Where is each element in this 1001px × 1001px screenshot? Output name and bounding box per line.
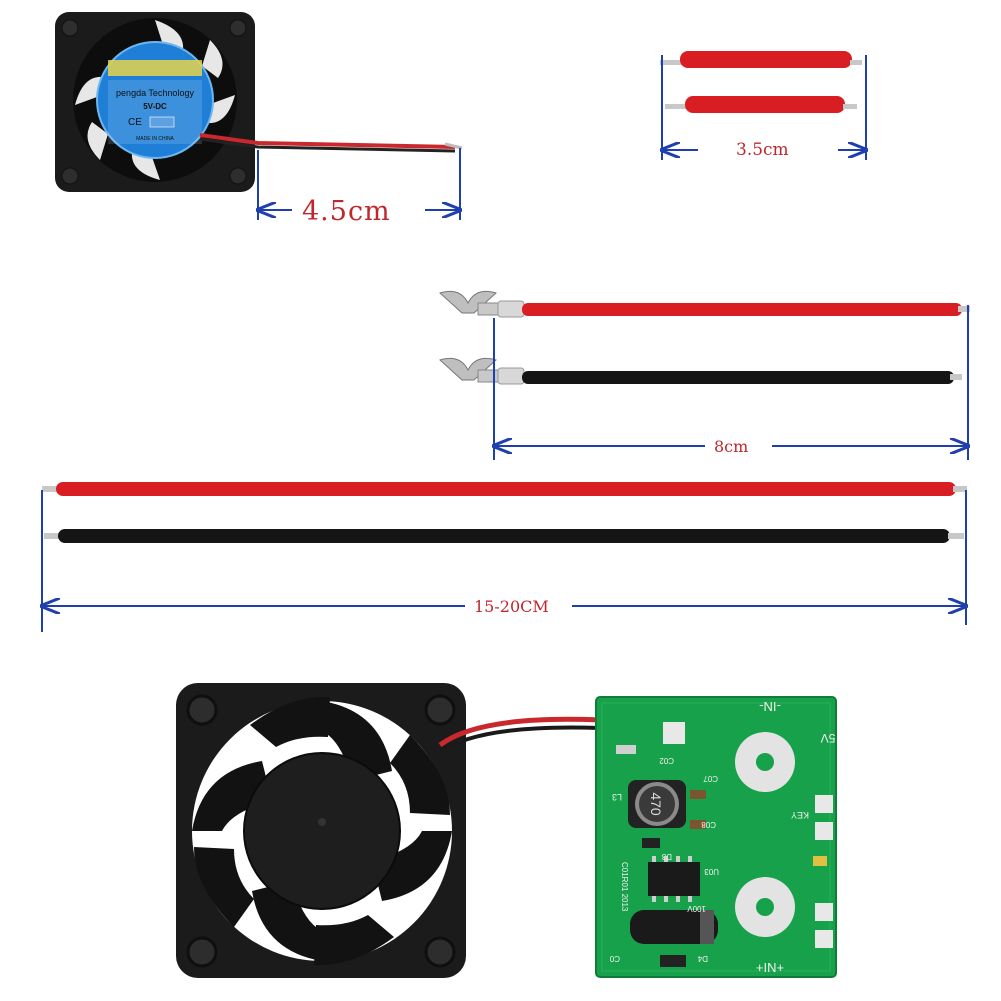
pcb-c02: C02 xyxy=(659,756,674,765)
pcb-u03: U03 xyxy=(704,867,719,876)
large-fan xyxy=(176,683,806,978)
pcb-d3: D3 xyxy=(661,852,672,861)
fan-lead-length-label: 4.5cm xyxy=(298,196,395,227)
short-wires-dimension xyxy=(662,55,866,160)
pcb-key: KEY xyxy=(791,810,809,820)
spade-wire-length-label: 8cm xyxy=(710,437,753,456)
long-wires-dimension xyxy=(42,490,966,632)
fan-lead-dimension xyxy=(258,148,460,220)
pcb-l3: L3 xyxy=(612,792,622,802)
short-red-wires xyxy=(660,51,862,113)
pcb-board-code: C01R01 2013 xyxy=(620,862,629,912)
pcb-d4: D4 xyxy=(697,954,708,963)
fan-sticker-voltage: 5V-DC xyxy=(143,102,167,111)
fan-sticker-brand: pengda Technology xyxy=(116,88,194,98)
pcb-c0: C0 xyxy=(609,954,620,963)
spade-terminal-wires xyxy=(439,290,970,385)
pcb-cap-rating: 100V xyxy=(687,904,706,913)
pcb-5v: 5V xyxy=(821,731,836,745)
pcb-c08: C08 xyxy=(701,820,716,829)
long-wire-length-label: 15-20CM xyxy=(470,597,553,616)
pcb-c07: C07 xyxy=(703,774,718,783)
pcb-in-plus: +IN+ xyxy=(756,960,784,975)
spade-wires-dimension xyxy=(494,305,968,460)
short-wire-length-label: 3.5cm xyxy=(732,140,793,160)
pcb-board: 470 -IN- +IN+ 5V KEY L3 C07 C08 C02 D3 U… xyxy=(595,696,837,978)
long-wires xyxy=(42,482,967,543)
fan-sticker-made: MADE IN CHINA xyxy=(136,136,174,142)
pcb-inductor-label: 470 xyxy=(648,792,664,816)
small-fan: pengda Technology 5V-DC CE MADE IN CHINA xyxy=(55,12,463,192)
fan-sticker-ce: CE xyxy=(128,117,142,128)
pcb-in-minus: -IN- xyxy=(759,699,781,714)
